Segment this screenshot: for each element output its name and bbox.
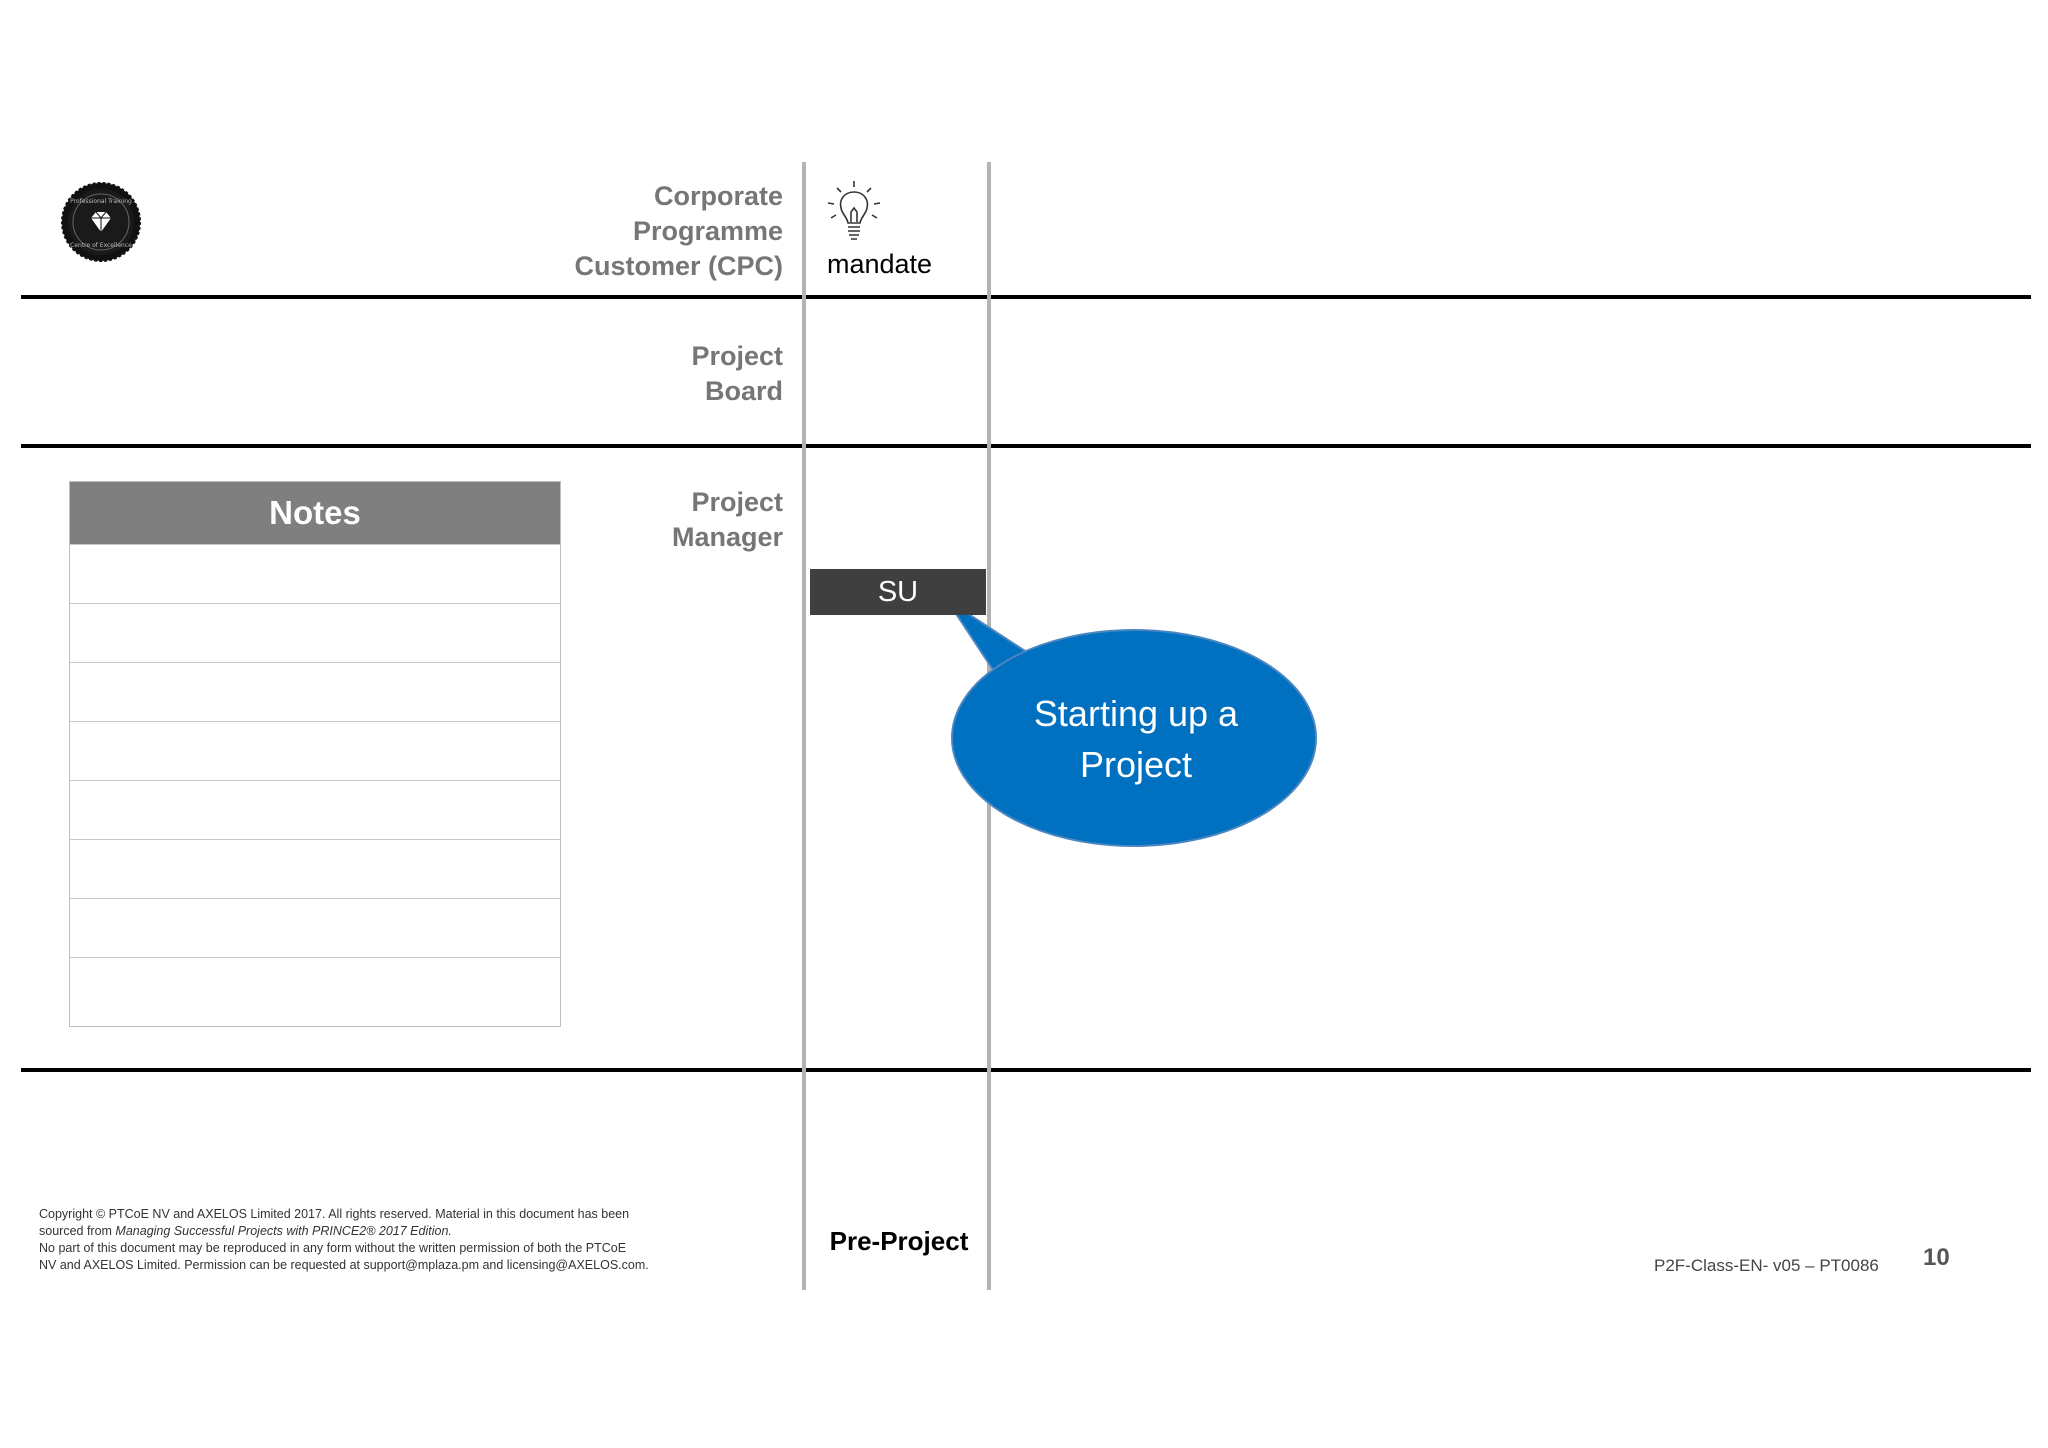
copyright-notice: Copyright © PTCoE NV and AXELOS Limited … <box>39 1207 649 1272</box>
notes-line[interactable] <box>70 839 560 898</box>
su-process-box[interactable]: SU <box>810 569 986 615</box>
notes-line[interactable] <box>70 721 560 780</box>
process-callout-text: Starting up a Project <box>1033 693 1239 785</box>
lightbulb-icon <box>823 178 885 248</box>
process-callout-bubble <box>940 590 1320 860</box>
row-label-project-manager: Project Manager <box>671 487 783 552</box>
notes-line[interactable] <box>70 898 560 957</box>
notes-title: Notes <box>70 482 560 544</box>
mandate-label: mandate <box>827 249 933 279</box>
row-divider-2 <box>21 444 2031 448</box>
svg-text:Professional Training: Professional Training <box>70 198 132 205</box>
notes-line[interactable] <box>70 662 560 721</box>
column-divider-left <box>802 162 806 1290</box>
row-divider-3 <box>21 1068 2031 1072</box>
row-label-project-board: Project Board <box>691 341 783 406</box>
ptcoe-logo: Professional Training Centre of Excellen… <box>60 181 142 263</box>
row-label-corporate: Corporate Programme Customer (CPC) <box>574 181 783 281</box>
notes-line[interactable] <box>70 603 560 662</box>
notes-line[interactable] <box>70 544 560 603</box>
phase-label: Pre-Project <box>829 1226 969 1256</box>
page-number: 10 <box>1923 1244 1950 1271</box>
notes-panel: Notes <box>69 481 561 1027</box>
notes-line[interactable] <box>70 780 560 839</box>
notes-line[interactable] <box>70 957 560 1016</box>
row-divider-1 <box>21 295 2031 299</box>
document-code: P2F-Class-EN- v05 – PT0086 <box>1654 1256 1879 1275</box>
svg-text:Centre of Excellence: Centre of Excellence <box>70 242 132 249</box>
